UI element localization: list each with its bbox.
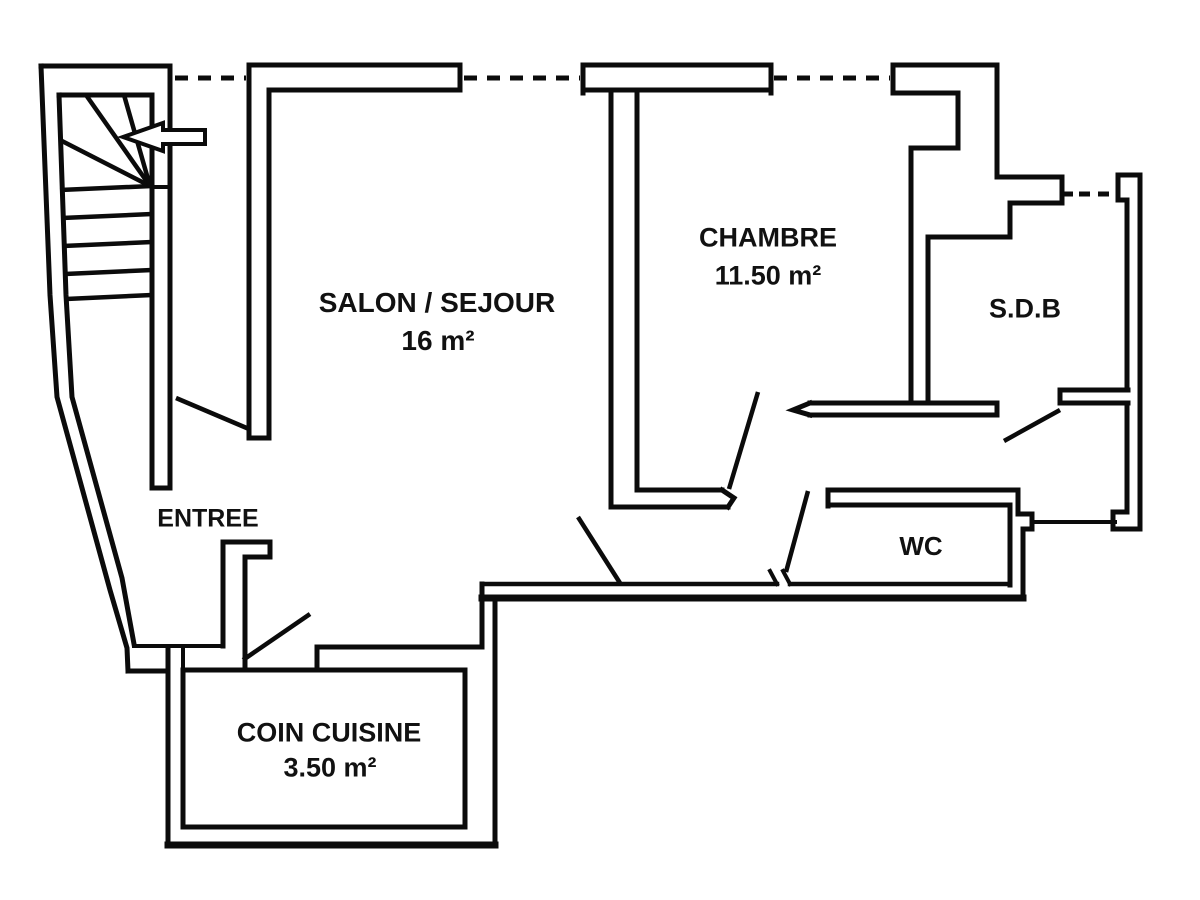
stair-direction-arrow-icon <box>116 120 207 154</box>
door-swings-layer <box>175 391 1062 662</box>
room-label-entree: ENTREE <box>157 504 259 533</box>
room-area-cuisine: 3.50 m² <box>283 752 377 783</box>
room-label-wc: WC <box>899 531 943 561</box>
stairs-layer <box>58 93 153 302</box>
room-label-sdb: S.D.B <box>988 293 1062 324</box>
room-label-cuisine: COIN CUISINE <box>236 717 422 748</box>
room-area-chambre: 11.50 m² <box>714 260 822 291</box>
windows-layer <box>175 75 1116 197</box>
walls-layer <box>38 62 1143 849</box>
room-area-salon: 16 m² <box>401 325 475 356</box>
room-label-chambre: CHAMBRE <box>699 222 837 253</box>
room-label-salon: SALON / SEJOUR <box>318 287 556 318</box>
